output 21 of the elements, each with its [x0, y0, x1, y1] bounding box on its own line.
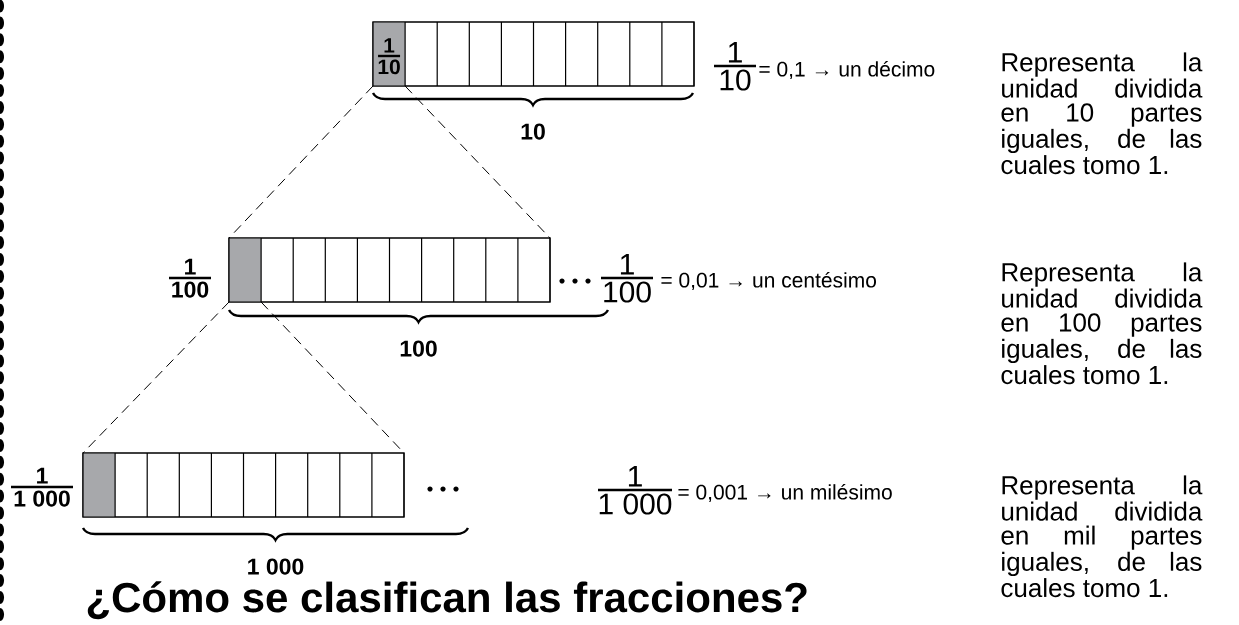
brace-label: 1 000 — [248, 558, 304, 575]
fraction: 1 100 — [601, 253, 653, 303]
zoom-line — [404, 85, 551, 239]
zoom-line — [82, 301, 230, 454]
equation-text: = 0,01 → un centésimo — [661, 271, 877, 291]
brace-label: 100 — [400, 340, 437, 357]
zoom-line — [228, 85, 374, 239]
description-text: Representa la unidad dividida en mil partes iguales, de las cuales tomo 1. — [1001, 475, 1203, 598]
fraction-bar: 1 10 — [372, 21, 695, 87]
equation-text: = 0,001 → un milésimo — [678, 483, 892, 503]
brace-label: 10 — [521, 123, 545, 140]
description-text: Representa la unidad dividida en 10 partes iguales, de las cuales tomo 1. — [1001, 52, 1203, 175]
fraction: 1 100 — [169, 258, 211, 298]
description-text: Representa la unidad dividida en 100 partes iguales, de las cuales tomo 1. — [1001, 262, 1203, 385]
equation-text: = 0,1 → un décimo — [759, 60, 935, 80]
fraction: 1 1 000 — [11, 467, 73, 507]
fraction: 1 1 000 — [598, 465, 672, 515]
fraction-bar — [82, 452, 405, 518]
section-heading: ¿Cómo se clasifican las fracciones? — [87, 581, 807, 620]
fraction: 1 10 — [714, 41, 756, 91]
fraction-bar — [228, 237, 551, 303]
